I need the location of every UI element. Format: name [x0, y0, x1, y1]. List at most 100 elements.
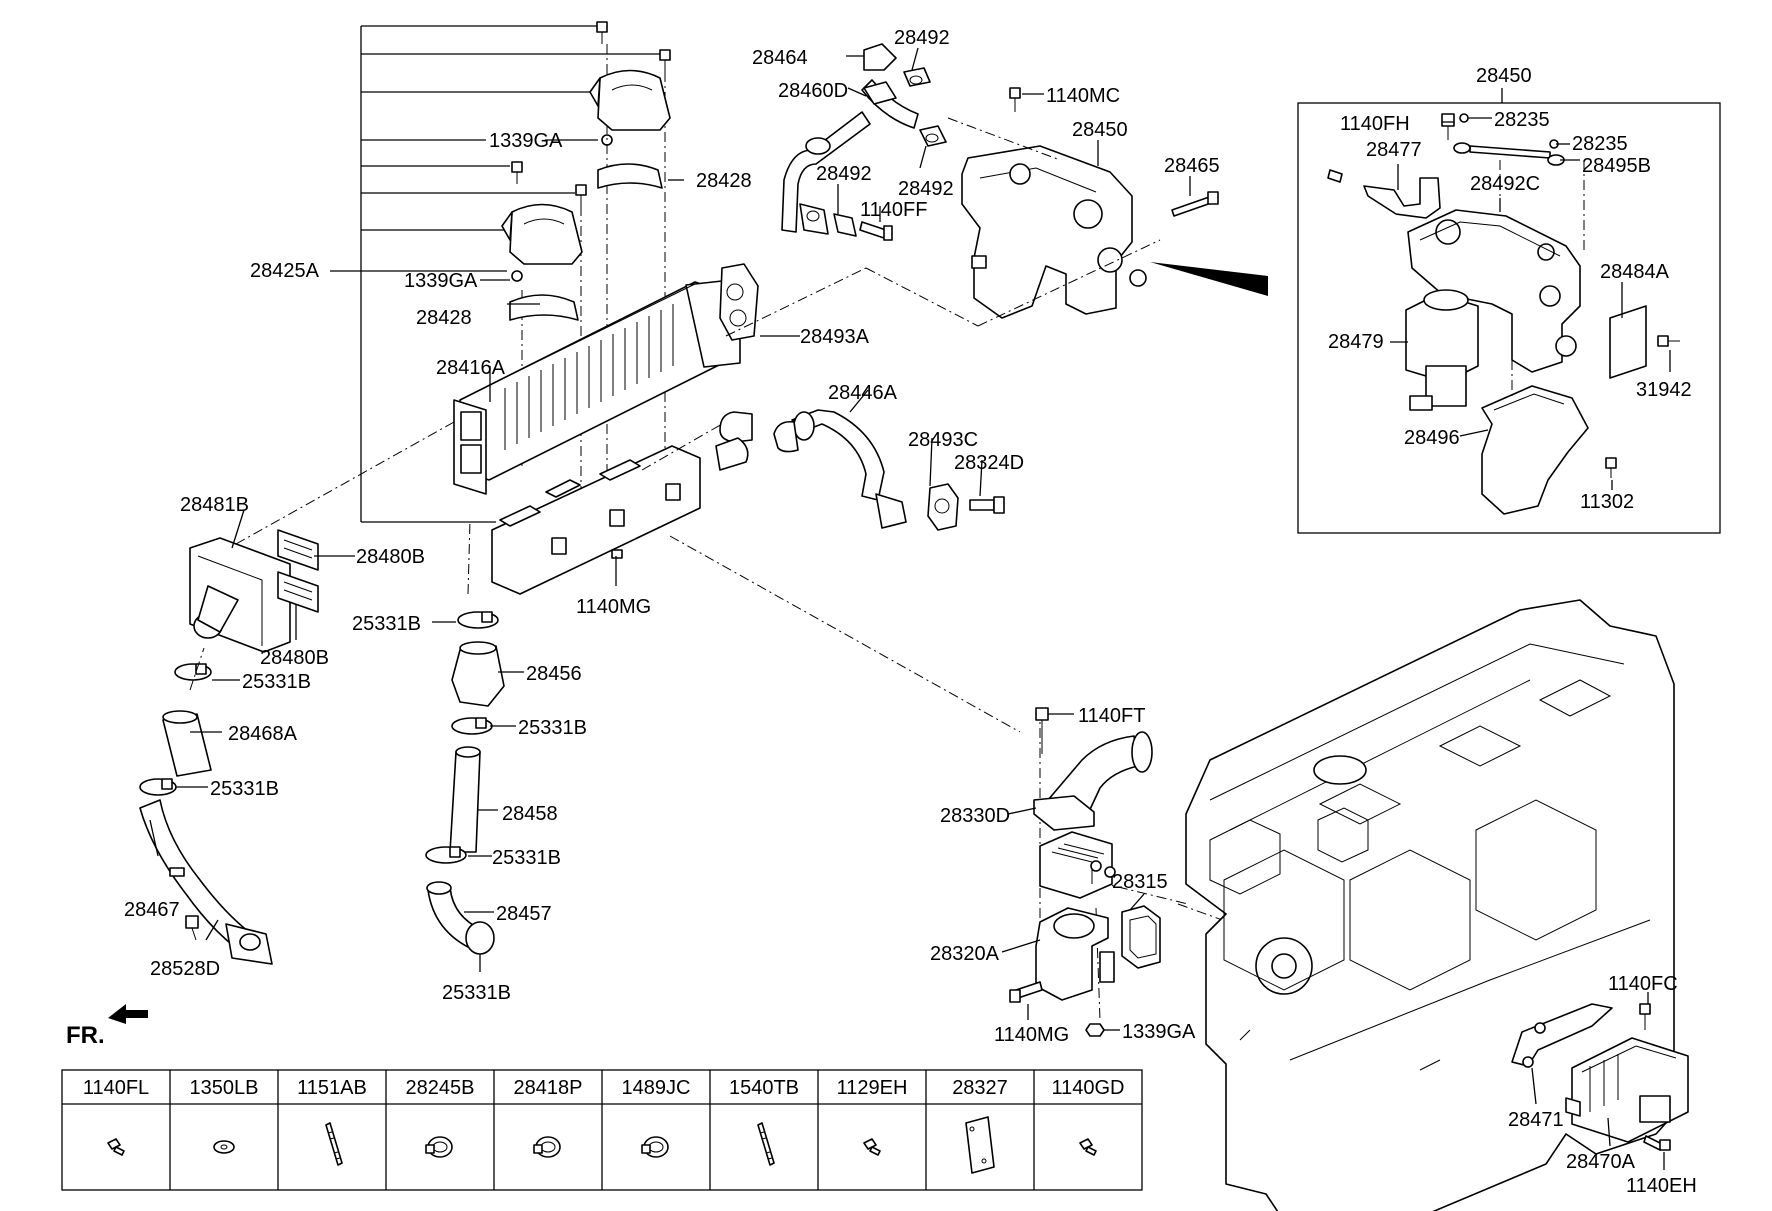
pipe-28460D [781, 81, 897, 235]
valve-block [1039, 831, 1116, 899]
bolt-28324D [969, 496, 1005, 514]
clamp-25331B-2 [139, 778, 177, 796]
label-1140FH: 1140FH [1340, 113, 1410, 135]
table-header-1151AB: 1151AB [297, 1077, 367, 1099]
gasket-28493A [719, 263, 759, 341]
label-28460D: 28460D [778, 80, 848, 102]
egr-pipe-28446A [715, 409, 907, 529]
label-28495B: 28495B [1582, 155, 1651, 177]
gasket-28480B-lower [277, 571, 319, 613]
clamp-25331B-6 [465, 921, 495, 955]
clamp-icon [533, 1136, 561, 1158]
cover-plate-28428-lower [509, 294, 579, 321]
bolt-1140EH [1643, 1135, 1671, 1151]
label-11302: 11302 [1580, 491, 1634, 513]
clamp-icon [641, 1136, 669, 1158]
label-28428-b: 28428 [416, 307, 472, 329]
clamp-icon [425, 1136, 453, 1158]
detail-valve-28492C [1407, 209, 1581, 373]
upper-bolts [511, 21, 671, 282]
hose-28468A [162, 710, 212, 777]
label-1140MG-a: 1140MG [576, 596, 651, 618]
label-1140MC: 1140MC [1046, 85, 1120, 107]
label-28492C: 28492C [1470, 173, 1540, 195]
gasket-28493C [927, 483, 959, 531]
gasket-28315 [1121, 905, 1161, 969]
table-header-28245B: 28245B [406, 1077, 475, 1099]
table-header-1350LB: 1350LB [190, 1077, 259, 1099]
egr-valve-28450 [961, 145, 1147, 319]
bolt-icon [863, 1138, 881, 1156]
part-labels: 28425A 1339GA 1339GA 28428 28428 28416A … [124, 27, 1697, 1197]
clamp-25331B-1 [174, 663, 212, 681]
bolt-1140FT [1035, 707, 1049, 754]
label-28484A: 28484A [1600, 261, 1670, 283]
label-28465: 28465 [1164, 155, 1220, 177]
label-25331B-6: 25331B [442, 982, 511, 1004]
detail-bracket-28477 [1327, 169, 1441, 219]
egr-controller-28470A [1565, 1037, 1689, 1143]
bolt-28528D [185, 915, 199, 941]
detail-bolt-31942 [1657, 335, 1680, 347]
hose-28456 [451, 641, 505, 707]
bolt-1140MC [1009, 87, 1021, 112]
label-28470A: 28470A [1566, 1151, 1636, 1173]
label-28467: 28467 [124, 899, 180, 921]
table-header-1140FL: 1140FL [83, 1077, 149, 1099]
label-28481B: 28481B [180, 494, 249, 516]
label-28479: 28479 [1328, 331, 1384, 353]
stud-icon [325, 1122, 343, 1166]
label-28456: 28456 [526, 663, 582, 685]
label-1140FF: 1140FF [860, 199, 927, 221]
clamp-25331B-3 [457, 611, 499, 629]
label-1339GA-b: 1339GA [404, 270, 478, 292]
elbow-28330D [1033, 731, 1153, 831]
engine-block [1185, 599, 1675, 1211]
nut-1339GA-lower [1085, 1023, 1105, 1037]
table-header-1129EH: 1129EH [837, 1077, 908, 1099]
label-25331B-4: 25331B [518, 717, 587, 739]
label-28458: 28458 [502, 803, 558, 825]
label-28480B-a: 28480B [356, 546, 425, 568]
label-28480B-b: 28480B [260, 647, 329, 669]
bolt-icon [107, 1138, 125, 1156]
gasket-icon [965, 1116, 995, 1174]
label-28471: 28471 [1508, 1109, 1564, 1131]
callout-wedge [1150, 262, 1268, 296]
clamp-25331B-5 [425, 846, 467, 864]
housing-28320A [1035, 907, 1115, 1001]
detail-plate-28484A [1609, 305, 1647, 379]
label-28477: 28477 [1366, 139, 1422, 161]
label-1339GA-a: 1339GA [489, 130, 563, 152]
label-28457: 28457 [496, 903, 552, 925]
bolt-28465 [1171, 191, 1219, 217]
label-28320A: 28320A [930, 943, 1000, 965]
egr-tube-28467 [139, 799, 273, 965]
gasket-28492-right [919, 125, 947, 147]
label-28464: 28464 [752, 47, 808, 69]
label-28235-a: 28235 [1494, 109, 1550, 131]
bolt-icon [1079, 1138, 1097, 1156]
label-28493C: 28493C [908, 429, 978, 451]
table-header-1489JC: 1489JC [622, 1077, 691, 1099]
label-28324D: 28324D [954, 452, 1024, 474]
label-28492-b: 28492 [816, 163, 872, 185]
label-1140FT: 1140FT [1078, 705, 1145, 727]
gasket-28492-left [833, 213, 857, 237]
detail-bolt-11302 [1605, 457, 1617, 478]
washer-icon [213, 1140, 235, 1154]
assembly-bracket-28425A [330, 25, 662, 523]
gasket-28492-upper [903, 67, 931, 87]
label-25331B-2: 25331B [210, 778, 279, 800]
gasket-28480B-upper [277, 529, 319, 571]
detail-bolt-1140FH [1441, 113, 1455, 140]
label-1339GA-c: 1339GA [1122, 1021, 1196, 1043]
label-31942: 31942 [1636, 379, 1692, 401]
label-28330D: 28330D [940, 805, 1010, 827]
label-1140FC: 1140FC [1608, 973, 1678, 995]
bolt-1140FF [859, 221, 893, 241]
label-28450-b: 28450 [1476, 65, 1532, 87]
bolt-1140FC [1639, 1003, 1651, 1030]
detail-actuator-28479 [1405, 289, 1479, 411]
